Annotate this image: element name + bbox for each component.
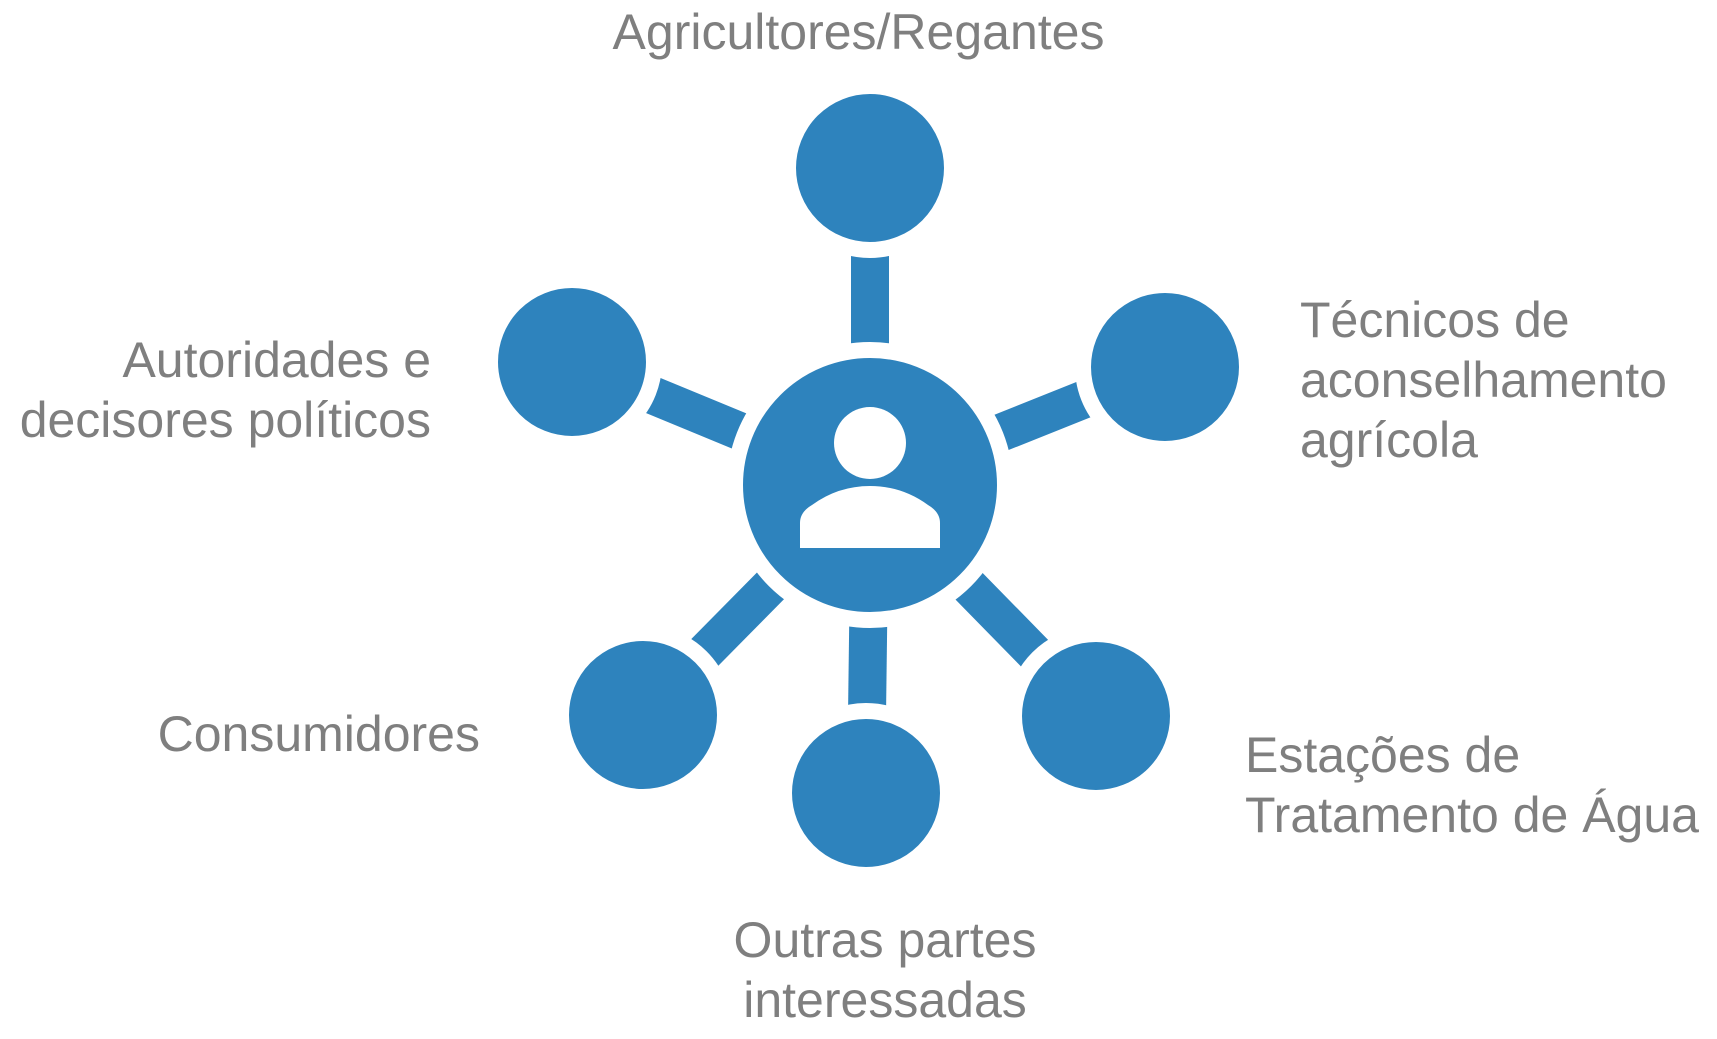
label-tecnicos: Técnicos de aconselhamento agrícola <box>1300 292 1667 468</box>
label-outras-partes: Outras partes interessadas <box>733 912 1037 1028</box>
outer-nodes <box>482 78 1255 883</box>
node-right-top <box>1075 277 1255 457</box>
label-agricultores: Agricultores/Regantes <box>612 4 1105 60</box>
label-estacoes: Estações de Tratamento de Água <box>1245 727 1699 843</box>
node-top <box>780 78 960 258</box>
node-right-bottom <box>1006 626 1186 806</box>
person-icon-body <box>800 486 940 548</box>
person-icon <box>800 407 940 548</box>
hub-node <box>727 342 1013 628</box>
label-consumidores: Consumidores <box>157 706 480 762</box>
label-autoridades: Autoridades e decisores políticos <box>19 332 431 448</box>
node-left-bottom <box>553 625 733 805</box>
node-bottom <box>776 703 956 883</box>
person-icon-head <box>834 407 906 479</box>
node-left-top <box>482 272 662 452</box>
network-graph <box>482 78 1255 883</box>
